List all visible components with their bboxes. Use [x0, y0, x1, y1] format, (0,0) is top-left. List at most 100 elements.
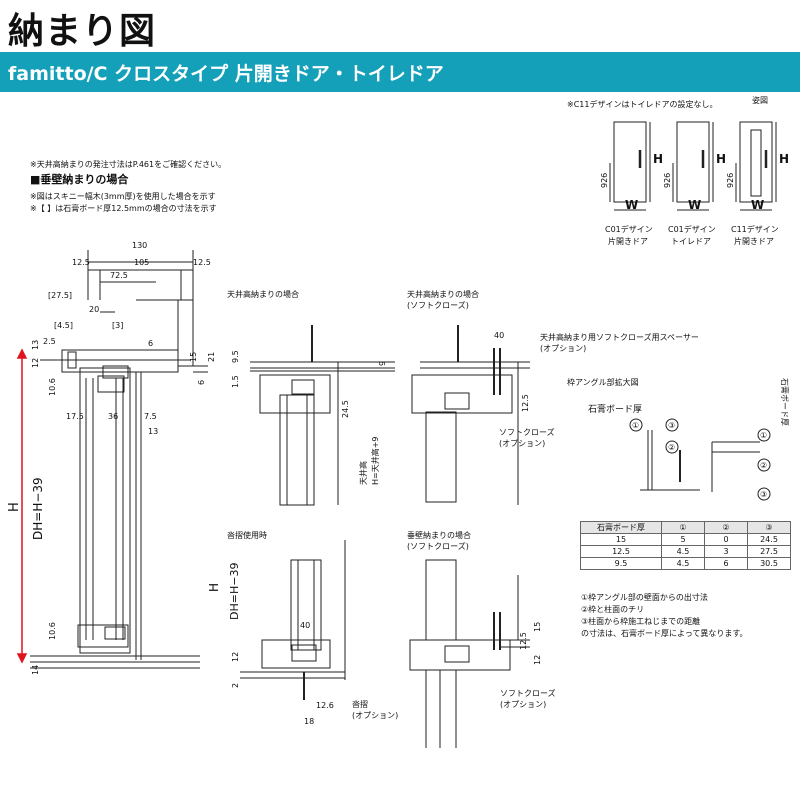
elevation-type: 片開きドア: [608, 236, 648, 246]
dim-label: 17.5: [66, 412, 84, 421]
table-row: 15 5 0 24.5: [580, 533, 791, 546]
enlarged-angle-detail: [629, 418, 771, 501]
ceiling-soft-subtitle: (ソフトクローズ): [407, 301, 469, 310]
elevation-captions: 926 926 926 C01デザイン 片開きドア C01デザイン トイレドア …: [600, 173, 779, 246]
elevation-figures: [609, 121, 777, 211]
dim-label: 12: [31, 358, 40, 368]
elevation-width-label: W: [751, 198, 764, 212]
dim-label: 40: [494, 331, 504, 340]
ceiling-detail-dims: 9.5 1.5 24.5 9 天井高 H=天井高+9: [231, 350, 387, 485]
legend-item: ③柱面から枠施工ねじまでの距離: [581, 617, 701, 626]
legend-item: の寸法は、石膏ボード厚によって異なります。: [581, 629, 748, 638]
elevation-height-label: H: [779, 152, 789, 166]
enlarge-board-label: 石膏ボード厚: [588, 405, 643, 415]
dim-label: 2.5: [43, 337, 56, 346]
table-cell: 9.5: [580, 557, 662, 570]
dim-label: 12.5: [193, 258, 211, 267]
spacer-subtitle: (オプション): [540, 344, 587, 353]
elevation-dim: 926: [600, 173, 609, 188]
dim-label: 6: [197, 380, 206, 385]
legend-item: ①枠アングル部の壁面からの出寸法: [581, 593, 708, 602]
spacer-title: 天井高納まり用ソフトクローズ用スペーサー: [540, 333, 699, 342]
ceiling-soft-callout: ソフトクローズ: [499, 428, 555, 437]
dim-label: 12.5: [72, 258, 90, 267]
dim-label: 72.5: [110, 271, 128, 280]
table-header: ③: [747, 521, 791, 534]
elevation-type: 片開きドア: [734, 236, 774, 246]
dim-label: 2: [231, 683, 240, 688]
enlarged-angle-marks: ① ③ ② ① ② ③ 石膏ボード厚: [632, 378, 790, 499]
ceiling-soft-callout-sub: (オプション): [499, 439, 546, 448]
elevation-code: C01デザイン: [668, 224, 716, 234]
wall-soft-title: 垂壁納まりの場合: [407, 531, 471, 540]
threshold-title: 沓摺使用時: [227, 531, 267, 540]
mark-3: ③: [668, 421, 675, 430]
ceiling-title: 天井高納まりの場合: [227, 290, 299, 299]
dim-label: 15: [189, 352, 198, 362]
main-section-drawing: [30, 250, 208, 669]
enlarge-title: 枠アングル部拡大図: [567, 378, 639, 387]
elevation-code: C01デザイン: [605, 224, 653, 234]
threshold-dims: 40 12 2 12.6 18 H DH=H−39: [207, 563, 334, 726]
door-elevation-c01-single: [613, 121, 647, 203]
dim-label: 10.6: [48, 378, 57, 396]
mark-3: ③: [760, 490, 767, 499]
elevation-type: トイレドア: [671, 237, 711, 246]
dim-label: 36: [108, 412, 118, 421]
threshold-callout-sub: (オプション): [352, 711, 399, 720]
dim-label: 12.5: [521, 394, 530, 412]
height-label: H: [207, 583, 221, 592]
main-section-dims: 130 12.5 105 12.5 72.5 [27.5] 20 [4.5] […: [7, 241, 216, 675]
wall-soft-callout-sub: (オプション): [500, 700, 547, 709]
board-thickness-table: 石膏ボード厚 ① ② ③ 15 5 0 24.5 12.5 4.5 3 27.5…: [580, 521, 791, 570]
mark-2: ②: [760, 461, 767, 470]
elevation-height-label: H: [653, 152, 663, 166]
dim-label: 21: [207, 352, 216, 362]
dim-label: 105: [134, 258, 149, 267]
wall-soft-subtitle: (ソフトクローズ): [407, 542, 469, 551]
elevation-dim: 926: [663, 173, 672, 188]
ceiling-soft-dims: 40 12.5: [494, 331, 530, 412]
mark-1: ①: [760, 431, 767, 440]
dim-label: 18: [304, 717, 314, 726]
page-title: 納まり図: [8, 11, 157, 52]
table-header-row: 石膏ボード厚 ① ② ③: [580, 521, 791, 534]
table-cell: 30.5: [747, 557, 791, 570]
dim-label: 40: [300, 621, 310, 630]
dim-label: 12.5: [519, 632, 528, 650]
elevation-labels: H H H W W W: [625, 152, 789, 212]
dim-label: 12.6: [316, 701, 334, 710]
elevation-dim: 926: [726, 173, 735, 188]
wall-soft-dims: 15 12.5 12: [519, 622, 542, 665]
dim-label: [27.5]: [48, 291, 72, 300]
dim-label: 6: [148, 339, 153, 348]
dim-label: [3]: [112, 321, 123, 330]
table-header: ①: [661, 521, 705, 534]
elevation-code: C11デザイン: [731, 224, 779, 234]
table-row: 9.5 4.5 6 30.5: [580, 557, 791, 570]
threshold-callout: 沓摺: [352, 700, 368, 709]
dim-label: 13: [148, 427, 158, 436]
elevation-width-label: W: [625, 198, 638, 212]
dim-label: [4.5]: [54, 321, 73, 330]
dim-label: 1.5: [231, 375, 240, 388]
height-label: H: [7, 502, 22, 512]
door-height-label: DH=H−39: [31, 477, 45, 540]
dim-label: 12: [231, 652, 240, 662]
dim-label: 20: [89, 305, 99, 314]
title-band: famitto/C クロスタイプ 片開きドア・トイレドア: [0, 52, 800, 92]
ceiling-detail: [250, 325, 395, 506]
bracket-note: ※【 】は石膏ボード厚12.5mmの場合の寸法を示す: [30, 204, 217, 213]
table-header: 石膏ボード厚: [580, 521, 662, 534]
mark-1: ①: [632, 421, 639, 430]
c11-note: ※C11デザインはトイレドアの設定なし。: [567, 100, 718, 109]
door-elevation-c01-toilet: [676, 121, 710, 203]
ceiling-soft-detail: [411, 325, 530, 505]
dim-label: 130: [132, 241, 147, 250]
door-height-label: DH=H−39: [228, 563, 241, 620]
page-subtitle: famitto/C クロスタイプ 片開きドア・トイレドア: [8, 63, 444, 85]
dim-label: 10.6: [48, 622, 57, 640]
ceiling-height-note: 天井高: [358, 461, 368, 485]
legend-item: ②枠と柱面のチリ: [581, 605, 645, 614]
